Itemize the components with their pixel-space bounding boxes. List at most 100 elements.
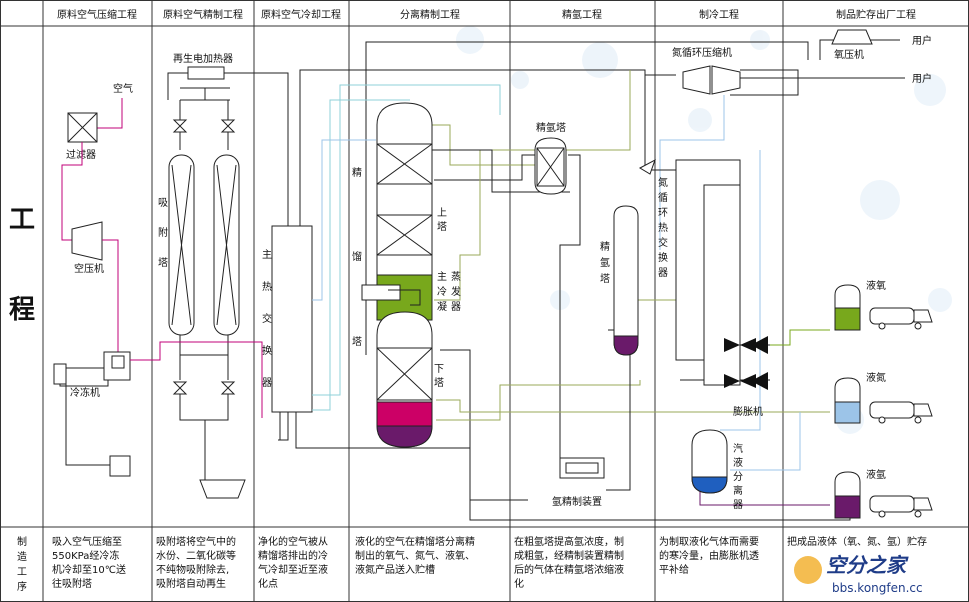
- o2-compressor-icon: [831, 29, 873, 45]
- svg-text:馏: 馏: [352, 250, 362, 263]
- piping: [299, 39, 905, 521]
- svg-text:往吸附塔: 往吸附塔: [52, 577, 92, 590]
- svg-text:制: 制: [17, 535, 27, 548]
- svg-text:冷: 冷: [437, 285, 447, 298]
- expander-label: 膨胀机: [733, 405, 763, 418]
- filter-label: 过滤器: [66, 148, 96, 161]
- liquid-argon-label: 液氩: [866, 468, 886, 481]
- svg-text:凝: 凝: [437, 301, 447, 313]
- svg-text:吸入空气压缩至: 吸入空气压缩至: [52, 535, 122, 548]
- regen-heater-label: 再生电加热器: [173, 52, 233, 65]
- n2-compressor-label: 氮循环压缩机: [672, 46, 732, 59]
- column-headers: 原料空气压缩工程 原料空气精制工程 原料空气冷却工程 分离精制工程 精氩工程 制…: [57, 8, 916, 21]
- refrigeration-section: 氮循环压缩机 氮 循 环 热 交 换 器 膨胀机 汽 液 分 离 器: [658, 46, 768, 511]
- svg-text:工: 工: [17, 567, 27, 578]
- svg-text:交: 交: [262, 312, 272, 325]
- svg-text:吸附塔自动再生: 吸附塔自动再生: [156, 577, 226, 590]
- svg-text:主: 主: [437, 271, 447, 283]
- svg-text:主: 主: [262, 249, 272, 261]
- svg-text:热: 热: [658, 221, 668, 234]
- svg-text:塔: 塔: [437, 220, 447, 233]
- svg-text:换: 换: [658, 251, 668, 264]
- header-storage: 制品贮存出厂工程: [836, 8, 916, 21]
- desc-compression: 吸入空气压缩至 550KPa经冷冻 机冷却至10℃送 往吸附塔: [52, 535, 126, 590]
- watermark: 空分之家 bbs.kongfen.cc: [794, 553, 923, 595]
- svg-text:离: 离: [733, 484, 743, 497]
- header-separation: 分离精制工程: [400, 8, 460, 21]
- svg-text:环: 环: [658, 208, 668, 219]
- adsorber-right: [213, 154, 240, 336]
- side-label-process-bottom: 程: [9, 295, 35, 325]
- svg-text:净化的空气被从: 净化的空气被从: [258, 535, 328, 548]
- svg-text:为制取液化气体而需要: 为制取液化气体而需要: [659, 535, 759, 548]
- svg-text:后的气体在精氩塔浓缩液: 后的气体在精氩塔浓缩液: [514, 563, 624, 576]
- n2-heat-exchanger: [675, 159, 741, 386]
- svg-text:机冷却至10℃送: 机冷却至10℃送: [52, 563, 126, 576]
- gas-liquid-separator: [691, 429, 728, 494]
- svg-text:器: 器: [733, 499, 743, 511]
- crude-argon-column: [534, 137, 567, 195]
- svg-text:成粗氩，经精制装置精制: 成粗氩，经精制装置精制: [514, 549, 624, 562]
- liquid-oxygen-label: 液氧: [866, 279, 886, 292]
- descriptions: 吸入空气压缩至 550KPa经冷冻 机冷却至10℃送 往吸附塔 吸附塔将空气中的…: [52, 535, 927, 590]
- svg-text:吸附塔将空气中的: 吸附塔将空气中的: [156, 535, 236, 548]
- crude-argon-label: 精氩塔: [536, 121, 566, 134]
- argon-purifier: [559, 457, 605, 479]
- svg-text:器: 器: [451, 301, 461, 313]
- adsorber-left: [168, 154, 195, 336]
- air-label: 空气: [113, 82, 133, 95]
- watermark-url: bbs.kongfen.cc: [832, 581, 923, 595]
- cooling-section: 主 热 交 换 器: [262, 225, 470, 449]
- svg-text:汽: 汽: [733, 442, 743, 455]
- svg-text:把成品液体（氧、氮、氩）贮存: 把成品液体（氧、氮、氩）贮存: [787, 535, 927, 548]
- svg-text:精馏塔排出的冷: 精馏塔排出的冷: [258, 549, 328, 562]
- svg-text:分: 分: [733, 471, 743, 483]
- tanker-truck-icon: [869, 307, 933, 330]
- svg-text:不纯物吸附除去,: 不纯物吸附除去,: [156, 563, 229, 576]
- user-label-2: 用户: [912, 72, 932, 85]
- svg-text:气冷却至近至液: 气冷却至近至液: [258, 563, 328, 576]
- svg-text:塔: 塔: [434, 376, 444, 389]
- storage-section: 氧压机 用户 用户 液氧 液氮 液氩: [831, 29, 933, 519]
- chiller-icon: [53, 351, 131, 387]
- side-label-process-top: 工: [9, 205, 35, 235]
- n2-compressor-icon: [682, 65, 741, 95]
- upper-column: [376, 102, 433, 276]
- svg-text:氮: 氮: [658, 176, 668, 189]
- header-purification: 原料空气精制工程: [163, 8, 243, 21]
- svg-text:化点: 化点: [258, 577, 278, 590]
- lower-column: [376, 311, 433, 448]
- compression-section: 空气 过滤器 空压机 冷冻机: [53, 82, 178, 477]
- liquid-nitrogen-label: 液氮: [866, 371, 886, 384]
- svg-text:发: 发: [451, 285, 461, 298]
- svg-text:水份、二氧化碳等: 水份、二氧化碳等: [156, 549, 236, 562]
- svg-text:序: 序: [17, 580, 27, 593]
- desc-purification: 吸附塔将空气中的 水份、二氧化碳等 不纯物吸附除去, 吸附塔自动再生: [156, 535, 236, 590]
- svg-text:下: 下: [434, 364, 444, 375]
- air-compressor-label: 空压机: [74, 262, 104, 275]
- argon-section: 精氩塔 精 氩 塔 氩精制装置: [534, 121, 656, 508]
- desc-argon: 在粗氩塔提高氩浓度，制 成粗氩，经精制装置精制 后的气体在精氩塔浓缩液 化: [514, 535, 624, 590]
- svg-text:化: 化: [514, 577, 524, 590]
- svg-text:附: 附: [158, 226, 168, 239]
- svg-text:器: 器: [262, 377, 272, 389]
- svg-text:造: 造: [17, 550, 27, 563]
- svg-text:液化的空气在精馏塔分离精: 液化的空气在精馏塔分离精: [355, 535, 475, 548]
- argon-purifier-label: 氩精制装置: [552, 495, 602, 508]
- row-label: 制 造 工 序: [17, 535, 27, 593]
- liquid-nitrogen-tank: [834, 377, 861, 424]
- o2-compressor-label: 氧压机: [834, 48, 864, 61]
- chiller-label: 冷冻机: [70, 386, 100, 399]
- svg-text:精: 精: [352, 166, 362, 179]
- svg-text:吸: 吸: [158, 198, 168, 209]
- regen-heater-icon: [187, 66, 225, 80]
- svg-text:换: 换: [262, 344, 272, 357]
- watermark-name: 空分之家: [826, 553, 909, 577]
- header-argon: 精氩工程: [562, 8, 602, 21]
- svg-text:循: 循: [658, 191, 668, 204]
- svg-text:制出的氧气、氮气、液氧、: 制出的氧气、氮气、液氧、: [355, 549, 475, 562]
- header-compression: 原料空气压缩工程: [57, 8, 137, 21]
- svg-text:平补给: 平补给: [659, 563, 689, 576]
- expander-icon: [724, 336, 768, 390]
